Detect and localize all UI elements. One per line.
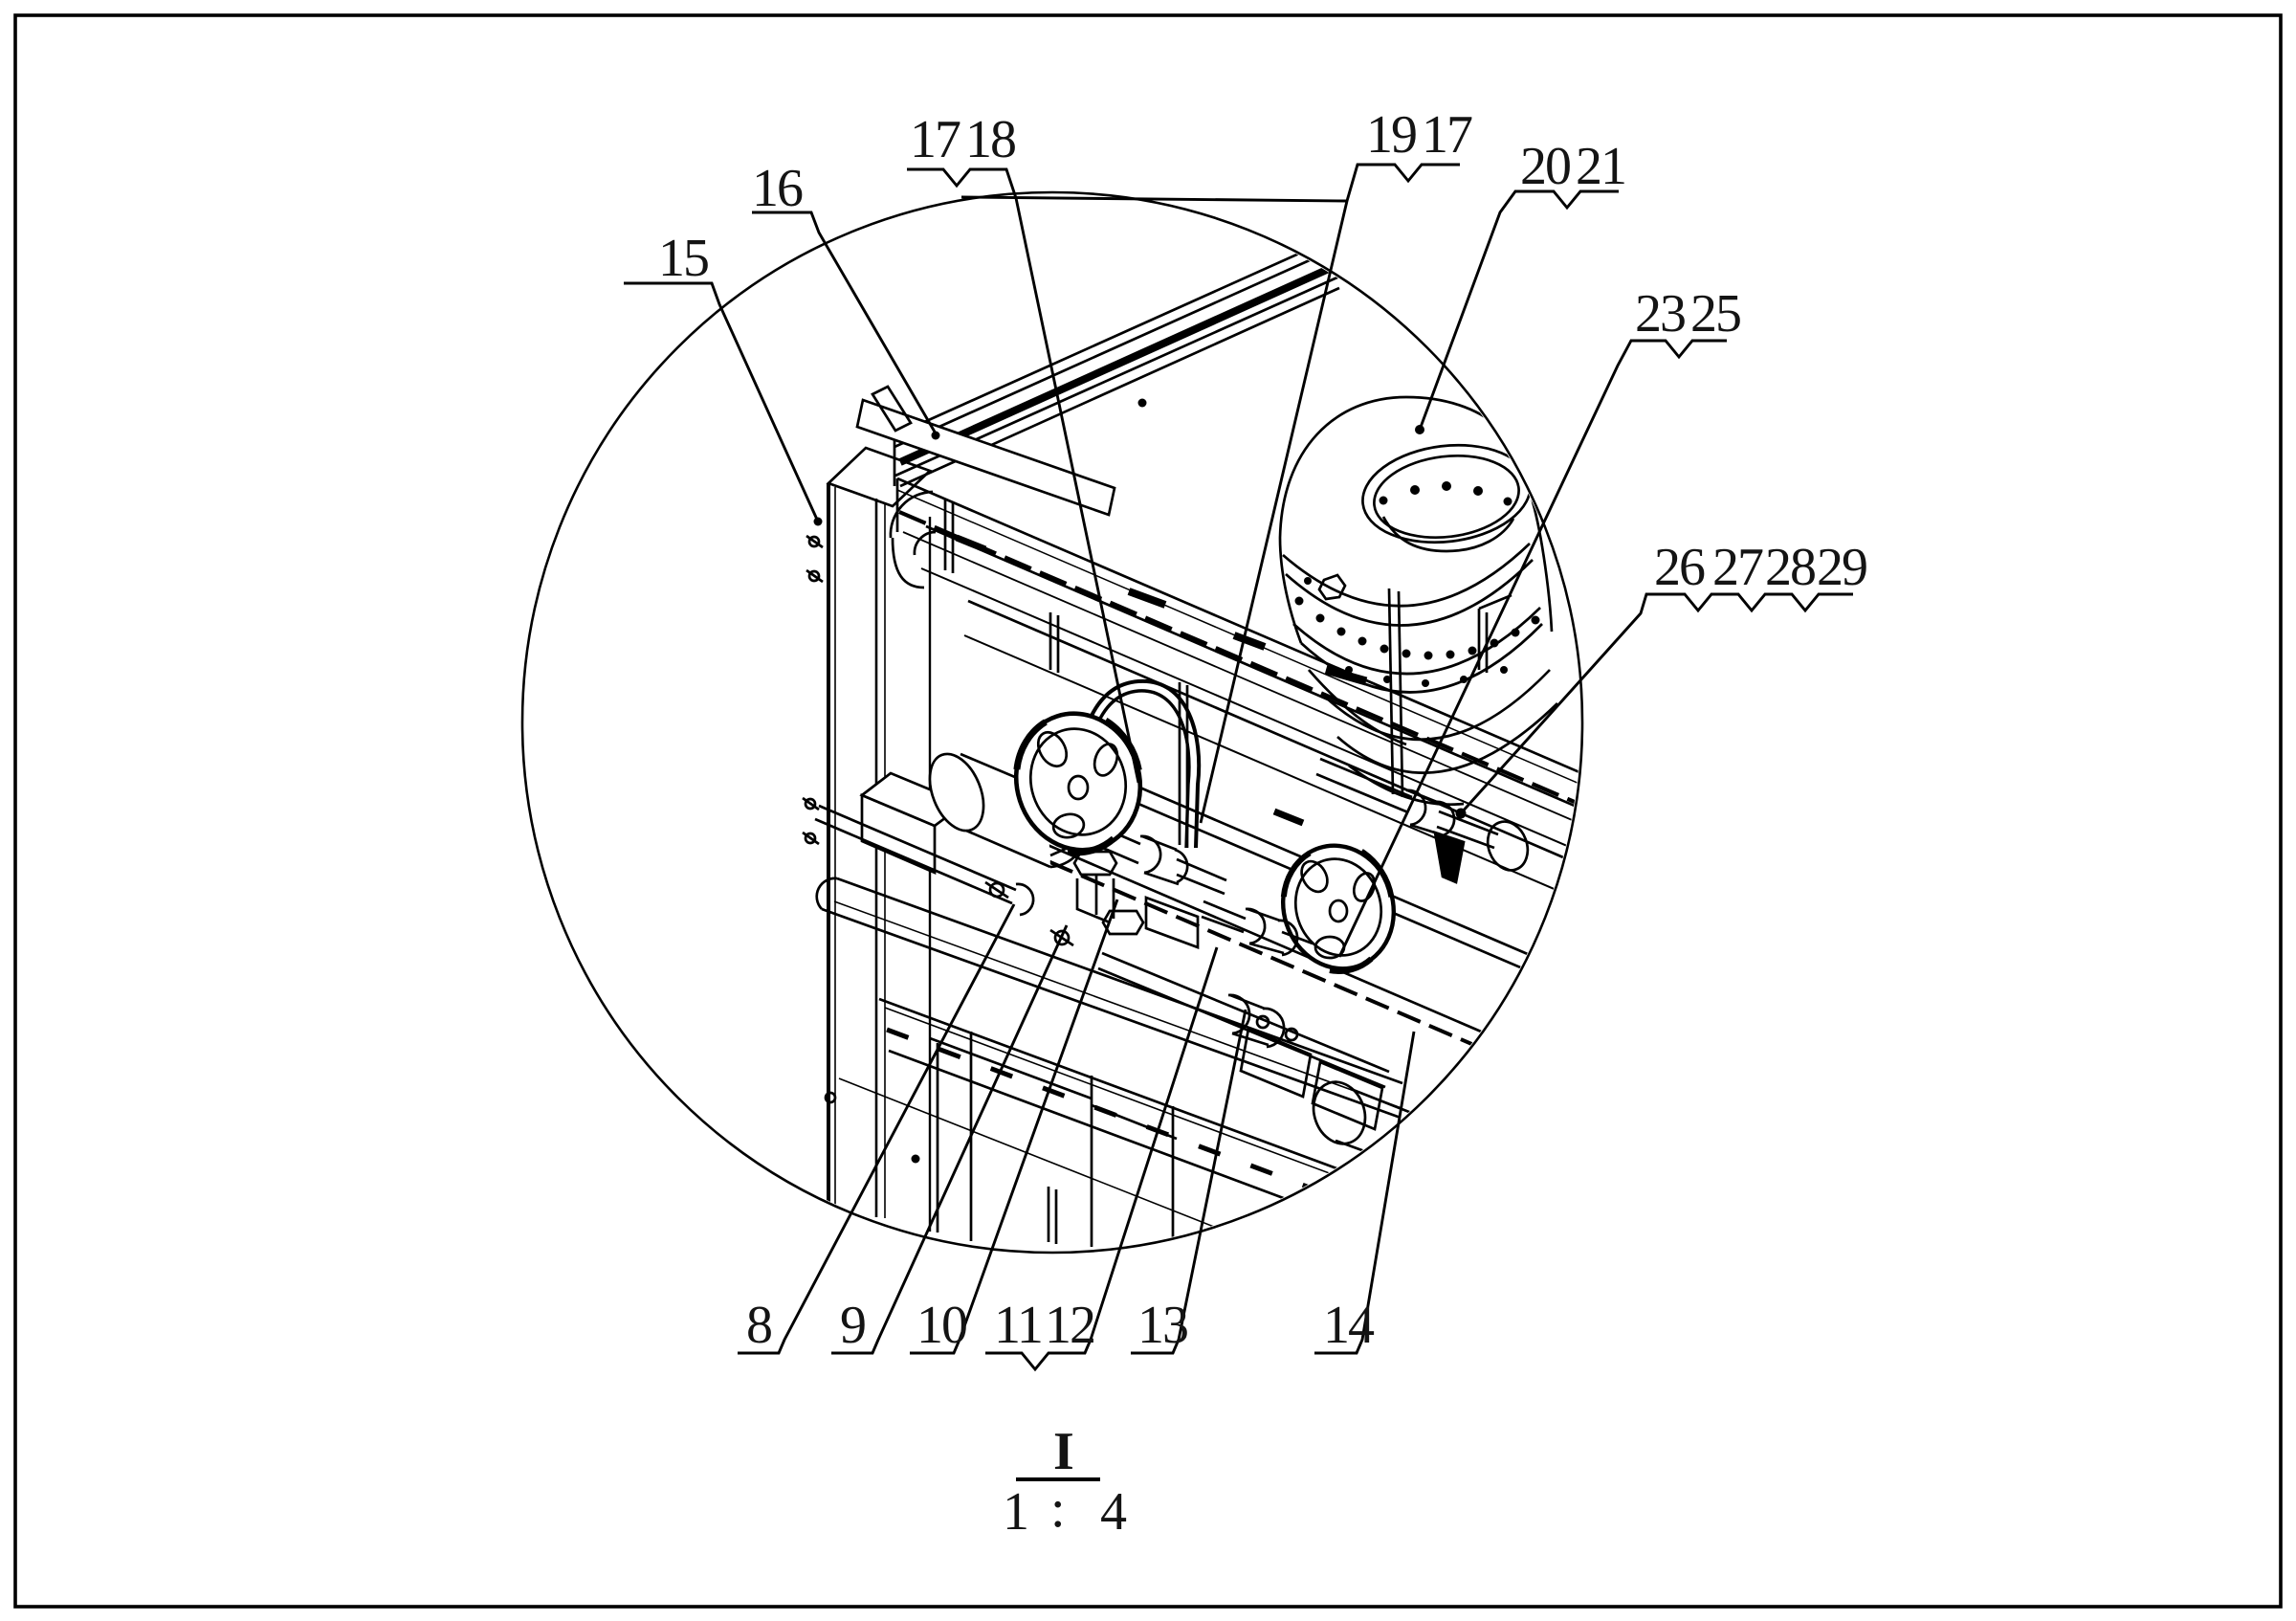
svg-text:14: 14	[1323, 1296, 1375, 1355]
svg-text:8: 8	[746, 1296, 771, 1355]
svg-text:4: 4	[1100, 1482, 1127, 1542]
svg-text:19: 19	[1366, 105, 1416, 165]
svg-text:23: 23	[1635, 284, 1685, 344]
svg-text:20: 20	[1520, 137, 1570, 196]
svg-text:9: 9	[840, 1296, 865, 1355]
svg-text::: :	[1050, 1479, 1064, 1539]
svg-text:13: 13	[1137, 1296, 1187, 1355]
svg-text:28: 28	[1765, 538, 1815, 597]
svg-text:21: 21	[1576, 137, 1625, 196]
svg-text:12: 12	[1045, 1296, 1094, 1355]
svg-text:17: 17	[1422, 105, 1472, 165]
svg-text:1: 1	[1003, 1482, 1027, 1542]
svg-text:18: 18	[965, 110, 1015, 169]
svg-text:10: 10	[916, 1296, 966, 1355]
svg-text:15: 15	[658, 229, 708, 288]
svg-text:17: 17	[910, 110, 960, 169]
svg-text:25: 25	[1690, 284, 1740, 344]
svg-text:27: 27	[1712, 538, 1763, 597]
svg-text:29: 29	[1817, 538, 1866, 597]
svg-text:I: I	[1053, 1422, 1072, 1481]
svg-text:26: 26	[1654, 538, 1705, 597]
svg-text:11: 11	[994, 1296, 1042, 1355]
svg-text:16: 16	[752, 159, 803, 218]
